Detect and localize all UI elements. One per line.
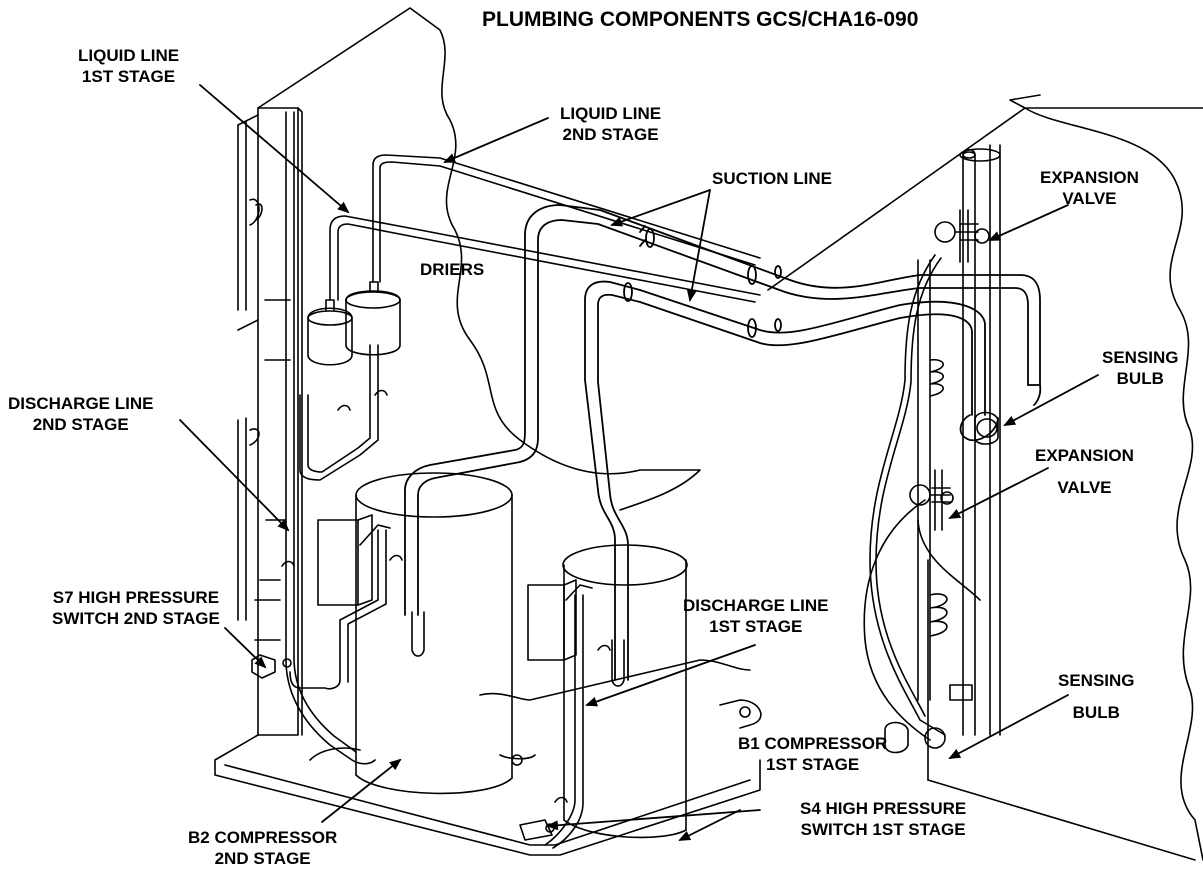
label-sensing-bulb-upper-line2: BULB xyxy=(1116,369,1164,388)
leader-liquid-line-1st xyxy=(199,84,350,214)
evaporator-assembly xyxy=(863,144,1001,754)
label-s4-switch-line2: SWITCH 1ST STAGE xyxy=(800,820,966,839)
label-expansion-valve-upper: EXPANSION VALVE xyxy=(1040,167,1139,209)
label-s4-switch: S4 HIGH PRESSURE SWITCH 1ST STAGE xyxy=(800,798,966,840)
base-frame xyxy=(214,659,762,856)
leader-expansion-valve-lower xyxy=(948,467,1049,519)
label-discharge-line-1st-line2: 1ST STAGE xyxy=(709,617,803,636)
label-sensing-bulb-lower-line1: SENSING xyxy=(1058,671,1135,690)
label-sensing-bulb-lower-line2: BULB xyxy=(1072,703,1120,722)
discharge-lines xyxy=(285,111,584,849)
label-discharge-line-1st-line1: DISCHARGE LINE xyxy=(683,596,829,615)
leader-suction-line-a xyxy=(610,189,711,227)
label-b1-compressor-line1: B1 COMPRESSOR xyxy=(738,734,888,753)
driers xyxy=(307,281,401,366)
coil-header xyxy=(237,107,303,736)
compressor-b2 xyxy=(317,472,513,795)
label-b1-compressor-line2: 1ST STAGE xyxy=(766,755,860,774)
label-discharge-line-1st: DISCHARGE LINE 1ST STAGE xyxy=(683,595,828,637)
label-sensing-bulb-lower: SENSING BULB xyxy=(1058,665,1135,729)
compressor-b1 xyxy=(527,544,688,839)
label-s7-switch-line2: SWITCH 2ND STAGE xyxy=(52,609,220,628)
label-discharge-line-2nd-line1: DISCHARGE LINE xyxy=(8,394,154,413)
label-b2-compressor-line1: B2 COMPRESSOR xyxy=(188,828,338,847)
label-liquid-line-2nd-line2: 2ND STAGE xyxy=(562,125,659,144)
label-s7-switch: S7 HIGH PRESSURE SWITCH 2ND STAGE xyxy=(52,587,220,629)
label-expansion-valve-upper-line1: EXPANSION xyxy=(1040,168,1139,187)
leader-sensing-bulb-upper xyxy=(1003,374,1099,426)
leader-liquid-line-2nd xyxy=(443,117,549,163)
leader-discharge-line-2nd xyxy=(179,419,290,532)
label-expansion-valve-upper-line2: VALVE xyxy=(1062,189,1117,208)
suction-lines xyxy=(404,204,1042,681)
leader-expansion-valve-upper xyxy=(988,204,1069,241)
label-liquid-line-1st-line2: 1ST STAGE xyxy=(81,67,176,86)
label-expansion-valve-lower-line2: VALVE xyxy=(1057,478,1112,497)
label-b2-compressor: B2 COMPRESSOR 2ND STAGE xyxy=(188,827,337,869)
leader-lines xyxy=(179,84,1099,841)
label-sensing-bulb-upper-line1: SENSING xyxy=(1102,348,1179,367)
label-b1-compressor: B1 COMPRESSOR 1ST STAGE xyxy=(738,733,887,775)
switches xyxy=(251,389,611,841)
right-panel xyxy=(767,94,1203,861)
liquid-lines xyxy=(329,154,761,303)
leader-s4-switch xyxy=(546,809,761,831)
label-liquid-line-2nd: LIQUID LINE 2ND STAGE xyxy=(560,103,661,145)
label-suction-line: SUCTION LINE xyxy=(712,169,832,188)
leader-b1-compressor xyxy=(678,809,741,841)
label-s7-switch-line1: S7 HIGH PRESSURE xyxy=(52,588,220,607)
label-driers: DRIERS xyxy=(420,260,485,279)
label-liquid-line-1st: LIQUID LINE 1ST STAGE xyxy=(78,45,179,87)
label-discharge-line-2nd: DISCHARGE LINE 2ND STAGE xyxy=(8,393,153,435)
label-liquid-line-2nd-line1: LIQUID LINE xyxy=(560,104,662,123)
label-liquid-line-1st-line1: LIQUID LINE xyxy=(78,46,180,65)
leader-suction-line-b xyxy=(686,189,711,302)
label-discharge-line-2nd-line2: 2ND STAGE xyxy=(32,415,129,434)
label-expansion-valve-lower-line1: EXPANSION xyxy=(1035,446,1134,465)
label-b2-compressor-line2: 2ND STAGE xyxy=(214,849,311,868)
page-title: PLUMBING COMPONENTS GCS/CHA16-090 xyxy=(482,8,919,31)
leader-sensing-bulb-lower xyxy=(948,694,1069,759)
label-sensing-bulb-upper: SENSING BULB xyxy=(1102,347,1179,389)
leader-s7-switch xyxy=(224,627,267,669)
leader-b2-compressor xyxy=(321,758,402,823)
label-s4-switch-line1: S4 HIGH PRESSURE xyxy=(800,799,967,818)
label-expansion-valve-lower: EXPANSION VALVE xyxy=(1035,440,1134,504)
leader-discharge-line-1st xyxy=(585,644,756,707)
